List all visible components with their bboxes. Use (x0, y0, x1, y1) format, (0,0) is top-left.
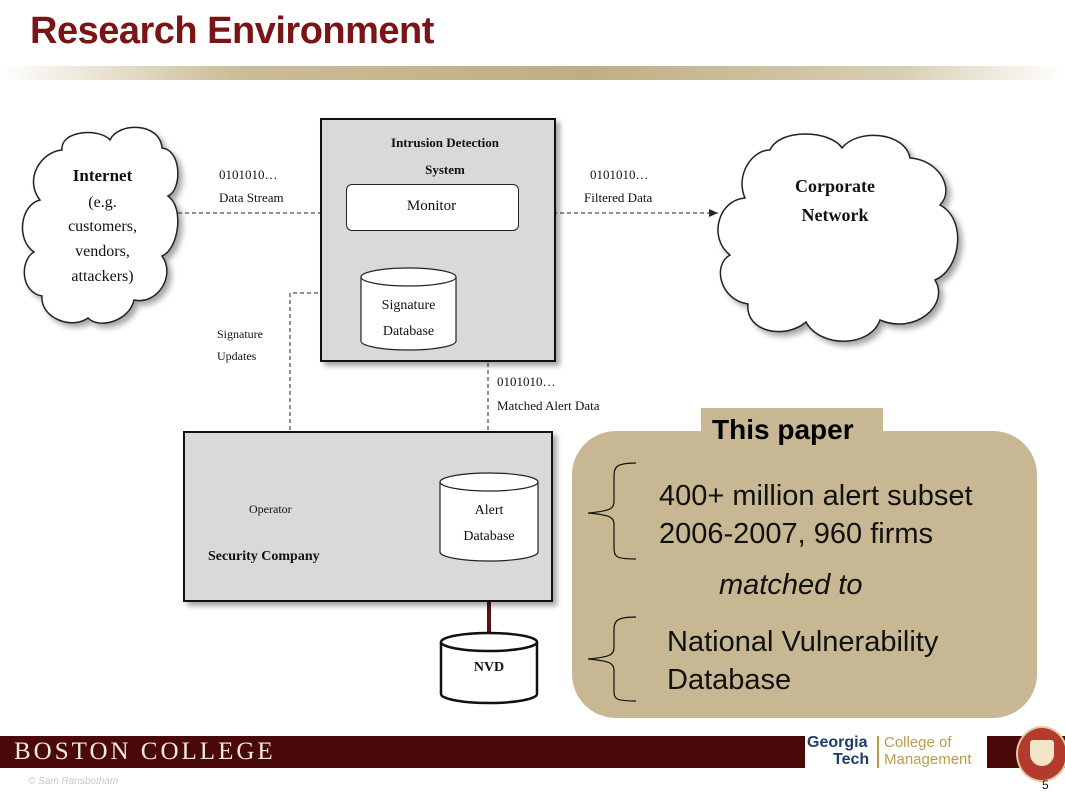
alert-db-line2: Database (463, 529, 515, 544)
signature-db-line1: Signature (381, 298, 436, 313)
internet-cloud (21, 126, 179, 324)
filtered-data-bits: 0101010… (590, 167, 649, 182)
ids-title-line2: System (425, 162, 465, 177)
this-paper-tab (701, 408, 883, 454)
alert-db-overlay (439, 472, 539, 562)
page-number: 5 (1042, 778, 1049, 792)
signature-updates-line2: Updates (217, 349, 257, 363)
georgia-tech-logo: Georgia Tech College of Management (805, 733, 987, 771)
internet-line4: attackers) (71, 268, 134, 285)
title-underline (0, 66, 1065, 80)
paper-line3: National Vulnerability (667, 626, 939, 658)
gt-divider (877, 736, 879, 768)
university-seal-icon (1016, 726, 1065, 782)
internet-line3: vendors, (75, 243, 130, 260)
internet-line1: (e.g. (88, 194, 117, 211)
this-paper-panel (572, 431, 1037, 718)
internet-title: Internet (72, 166, 133, 185)
paper-connector: matched to (719, 569, 863, 601)
alert-db-line1: Alert (474, 503, 504, 518)
boston-college-logo: BOSTON COLLEGE (14, 738, 276, 765)
paper-line1: 400+ million alert subset (659, 480, 973, 512)
corporate-line1: Corporate (795, 176, 875, 196)
matched-alert-bits: 0101010… (497, 374, 556, 389)
gt-name-line2: Tech (833, 751, 870, 768)
matched-alert-label: Matched Alert Data (497, 398, 600, 413)
monitor-box (346, 184, 519, 231)
signature-updates-line1: Signature (217, 327, 263, 341)
monitor-label: Monitor (406, 198, 457, 214)
signature-db-overlay (360, 267, 457, 351)
internet-line2: customers, (68, 218, 137, 235)
security-company-label: Security Company (208, 549, 320, 564)
paper-line4: Database (667, 664, 792, 696)
nvd-label: NVD (473, 660, 505, 675)
page-title: Research Environment (30, 10, 434, 52)
copyright-text: © Sam Ransbotham (28, 776, 119, 787)
filtered-data-label: Filtered Data (584, 190, 653, 205)
ids-title-line1: Intrusion Detection (391, 135, 499, 150)
brace-icons (587, 462, 637, 702)
corporate-line2: Network (801, 205, 869, 225)
paper-line2: 2006-2007, 960 firms (659, 518, 934, 550)
college-line2: Management (884, 751, 972, 768)
gt-name-line1: Georgia (807, 734, 868, 751)
college-line1: College of (884, 734, 952, 751)
brace-top-icon (587, 462, 637, 560)
brace-bottom-icon (587, 616, 637, 702)
nvd-cylinder (439, 631, 539, 705)
data-stream-bits: 0101010… (219, 167, 278, 182)
corporate-cloud (717, 133, 959, 342)
this-paper-heading: This paper (712, 414, 854, 445)
data-stream-label: Data Stream (219, 190, 284, 205)
operator-label: Operator (249, 502, 292, 516)
signature-db-line2: Database (382, 324, 435, 339)
